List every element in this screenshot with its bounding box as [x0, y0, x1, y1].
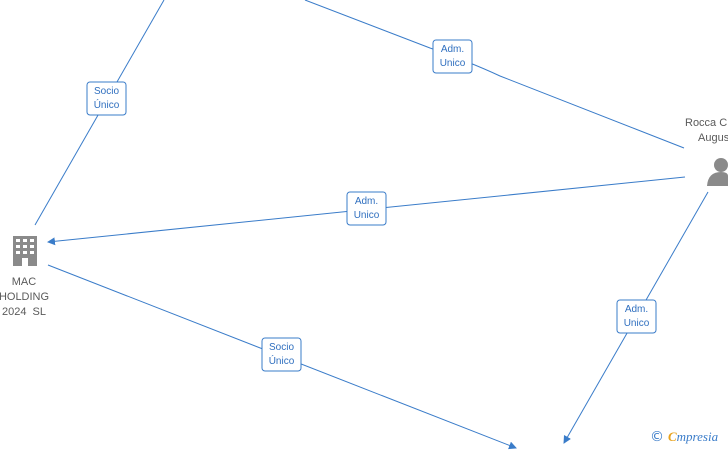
- person-label-line-1: Rocca C: [685, 117, 727, 129]
- edge-label-line-2: Unico: [354, 210, 380, 221]
- person-node[interactable]: Rocca C Augus: [685, 117, 728, 186]
- edge-label-line-2: Unico: [440, 58, 466, 69]
- edge-label-line-2: Unico: [624, 318, 650, 329]
- edge-label-top-adm[interactable]: Adm. Unico: [432, 39, 473, 74]
- person-icon: [707, 158, 728, 186]
- company-label-line-1: MAC: [12, 276, 37, 288]
- edge-label-line-1: Adm.: [625, 304, 648, 315]
- edge-label-line-2: Único: [94, 98, 120, 111]
- edge-label-right-adm[interactable]: Adm. Unico: [616, 299, 657, 334]
- empresia-logo-letter: C: [668, 429, 677, 444]
- company-label-line-2: HOLDING: [0, 291, 49, 303]
- empresia-watermark: © Cmpresia: [650, 429, 718, 445]
- edge-label-line-1: Adm.: [355, 196, 378, 207]
- edge-label-top-socio[interactable]: Socio Único: [86, 81, 127, 116]
- edge-label-line-1: Socio: [94, 86, 119, 97]
- copyright-symbol: ©: [650, 429, 664, 445]
- person-label-line-2: Augus: [698, 132, 728, 144]
- edge-label-bottom-socio[interactable]: Socio Único: [261, 337, 302, 372]
- edge-label-line-2: Único: [269, 354, 295, 367]
- edge-label-line-1: Socio: [269, 342, 294, 353]
- company-node[interactable]: MAC HOLDING 2024 SL: [0, 236, 49, 318]
- edge-person-to-top: [304, 0, 685, 149]
- edge-label-line-1: Adm.: [441, 44, 464, 55]
- building-icon: [13, 236, 37, 266]
- company-label-line-3: 2024 SL: [2, 306, 46, 318]
- empresia-logo-text: mpresia: [676, 429, 719, 444]
- edge-label-mid-adm[interactable]: Adm. Unico: [346, 191, 387, 226]
